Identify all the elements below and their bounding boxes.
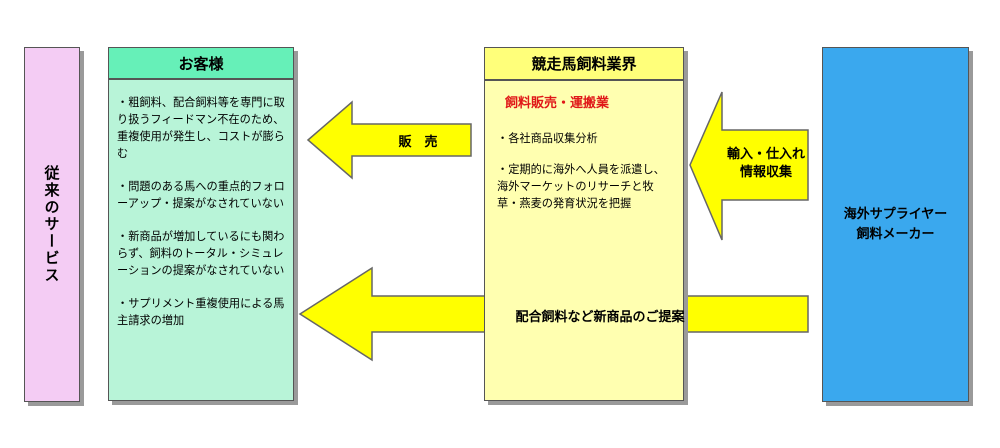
industry-box: 飼料販売・運搬業 ・各社商品収集分析 ・定期的に海外へ人員を派遣し、海外マーケッ… xyxy=(484,80,684,401)
import-label-line1: 輸入・仕入れ xyxy=(726,147,805,162)
customer-issue: ・問題のある馬への重点的フォローアップ・提案がなされていない xyxy=(117,180,285,210)
proposal-arrow-label: 配合飼料など新商品のご提案 xyxy=(515,310,685,325)
customer-title: お客様 xyxy=(178,54,224,73)
legacy-service-label: 従来のサービス xyxy=(42,165,61,284)
industry-title: 競走馬飼料業界 xyxy=(531,55,637,73)
industry-subtitle: 飼料販売・運搬業 xyxy=(505,96,610,111)
import-arrow-label: 輸入・仕入れ 情報収集 xyxy=(726,146,806,182)
legacy-service-box: 従来のサービス xyxy=(24,47,80,402)
import-label-line2: 情報収集 xyxy=(739,165,792,180)
industry-item: ・定期的に海外へ人員を派遣し、海外マーケットのリサーチと牧草・燕麦の発育状況を把… xyxy=(497,163,665,210)
industry-header: 競走馬飼料業界 xyxy=(484,47,684,80)
customer-issue: ・粗飼料、配合飼料等を専門に取り扱うフィードマン不在のため、重複使用が発生し、コ… xyxy=(117,96,285,160)
supplier-line2: 飼料メーカー xyxy=(856,226,935,242)
customer-issue: ・新商品が増加しているにも関わらず、飼料のトータル・シミュレーションの提案がなさ… xyxy=(117,230,285,277)
customer-issues-box: ・粗飼料、配合飼料等を専門に取り扱うフィードマン不在のため、重複使用が発生し、コ… xyxy=(108,79,294,401)
customer-issue: ・サプリメント重複使用による馬主請求の増加 xyxy=(117,297,285,327)
sales-arrow xyxy=(306,100,472,180)
overseas-supplier-box: 海外サプライヤー 飼料メーカー xyxy=(822,47,969,402)
industry-item: ・各社商品収集分析 xyxy=(497,132,598,145)
customer-header: お客様 xyxy=(108,47,294,79)
import-arrow xyxy=(689,91,809,241)
supplier-line1: 海外サプライヤー xyxy=(843,206,948,222)
sales-arrow-label: 販 売 xyxy=(398,135,438,150)
